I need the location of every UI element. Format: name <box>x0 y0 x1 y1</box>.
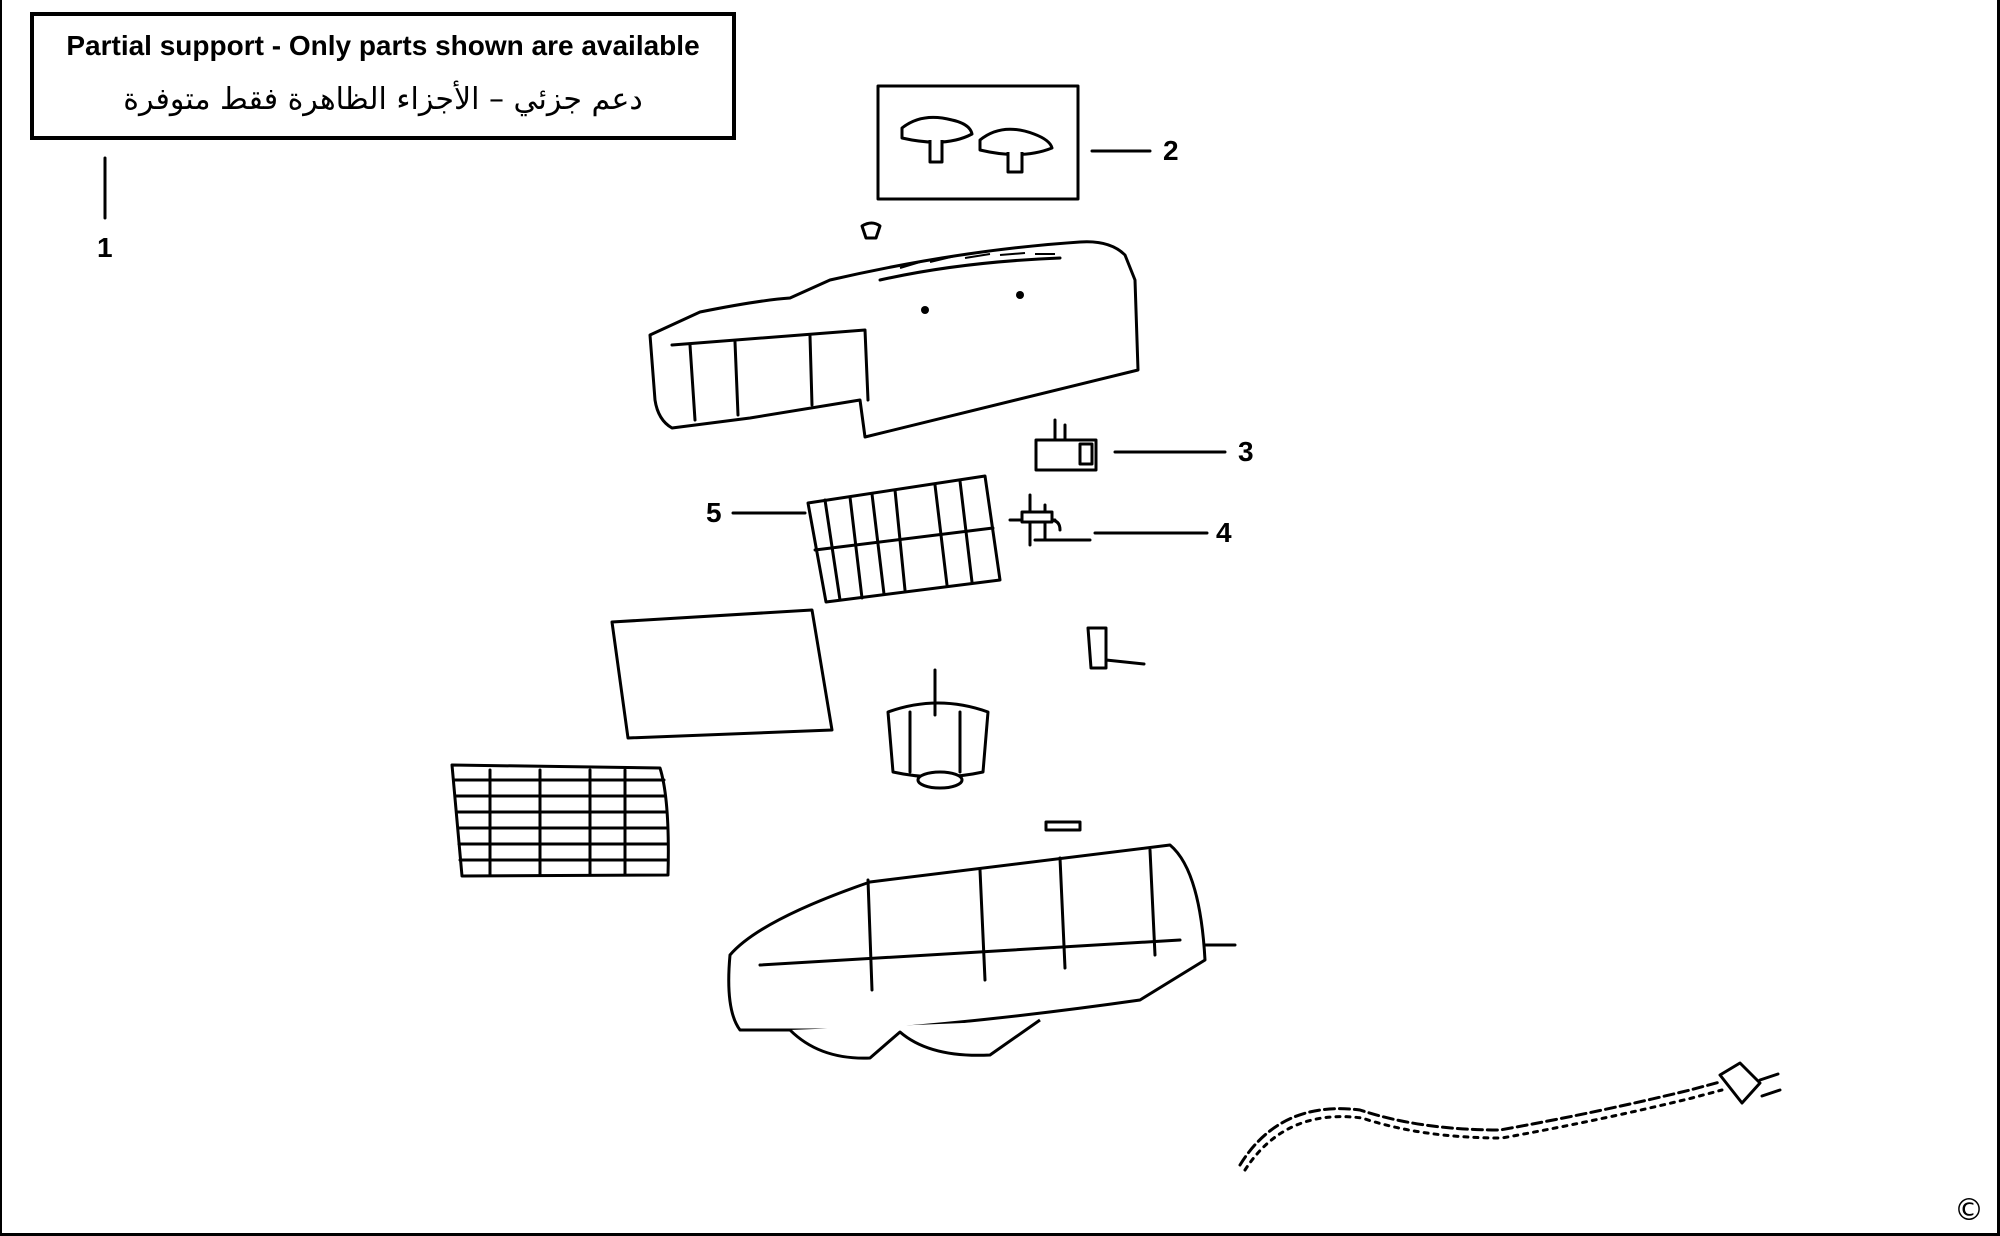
notice-english-text: Partial support - Only parts shown are a… <box>66 30 700 61</box>
filter-block <box>610 608 834 740</box>
callout-label-5: 5 <box>706 497 722 528</box>
callout-label-4: 4 <box>1216 517 1232 548</box>
copyright-symbol: © <box>1954 1193 1984 1228</box>
part-3-switch <box>1034 418 1098 472</box>
part-2-knobs <box>876 84 1080 201</box>
notice-arabic-text: دعم جزئي – الأجزاء الظاهرة فقط متوفرة <box>123 82 643 117</box>
frame-left-edge <box>0 0 2 1236</box>
top-cover-housing <box>648 240 1140 439</box>
power-cord <box>1238 1061 1782 1172</box>
fan-motor <box>886 668 990 790</box>
front-grille <box>450 763 670 878</box>
callout-label-2: 2 <box>1163 135 1179 166</box>
frame-right-edge <box>1997 0 2000 1236</box>
small-clip-part <box>860 221 882 240</box>
part-5-heater-element <box>806 474 1002 604</box>
small-bracket-part <box>1086 626 1146 670</box>
small-tab-part <box>1044 820 1082 832</box>
callout-label-1: 1 <box>97 232 113 263</box>
part-4-bracket <box>1008 493 1092 547</box>
base-housing <box>727 843 1237 1060</box>
partial-support-notice: Partial support - Only parts shown are a… <box>30 12 736 140</box>
frame-bottom-edge <box>0 1233 2000 1236</box>
callout-label-3: 3 <box>1238 436 1254 467</box>
leader-lines <box>103 149 1227 535</box>
